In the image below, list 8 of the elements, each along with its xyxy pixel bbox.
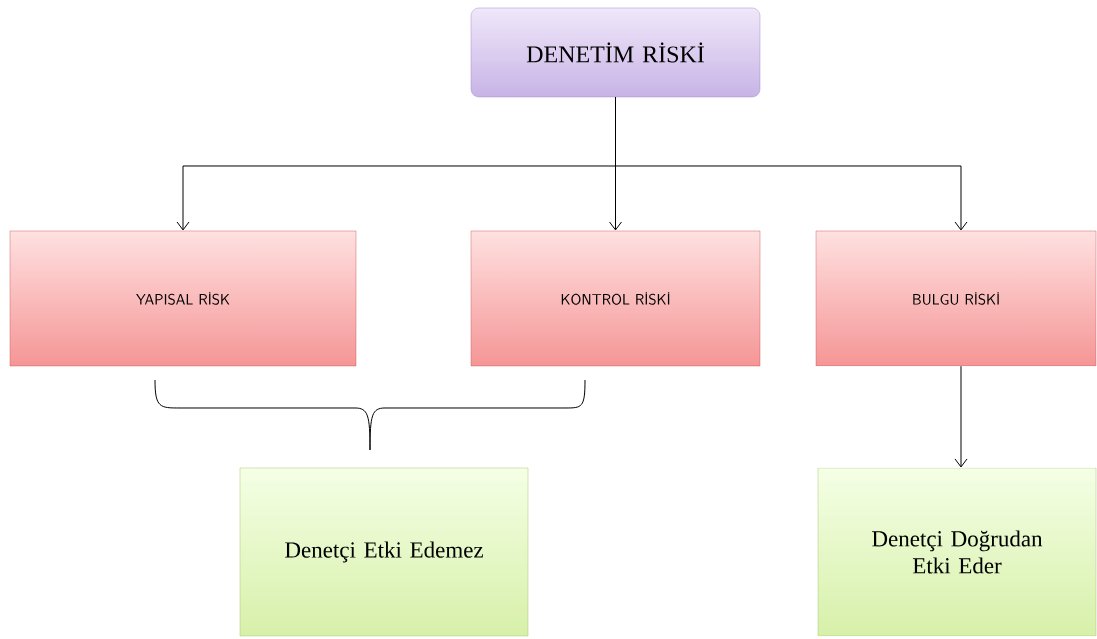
arrow [954,365,968,468]
result-box: Denetçi Etki Edemez [239,467,529,637]
risk-box: YAPISAL RİSK [9,230,357,367]
title-box: DENETİM RİSKİ [470,7,761,98]
arrow [615,96,968,231]
risk-box: BULGU RİSKİ [815,230,1097,367]
risk-box: KONTROL RİSKİ [470,230,761,367]
result-box: Denetçi Doğrudan Etki Eder [817,467,1097,637]
